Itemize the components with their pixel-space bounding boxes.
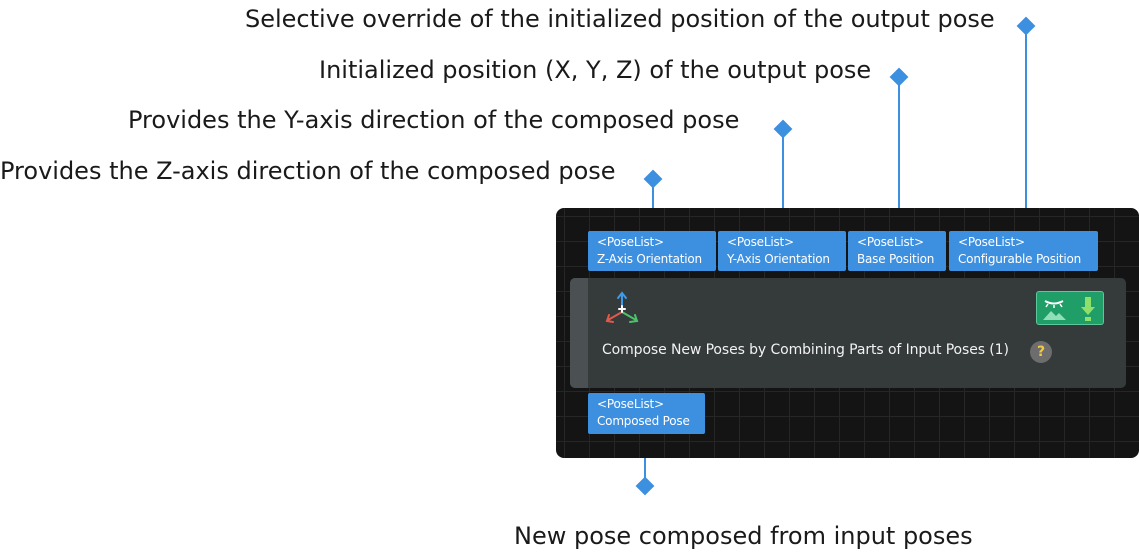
port-type: <PoseList>	[597, 235, 664, 249]
port-label: Z-Axis Orientation	[597, 252, 702, 266]
visibility-icon[interactable]	[1043, 300, 1066, 320]
callout-y-axis: Provides the Y-axis direction of the com…	[128, 106, 740, 134]
node-drag-handle[interactable]	[570, 278, 588, 388]
marker-base-position	[889, 67, 909, 87]
marker-y-axis	[773, 119, 793, 139]
callout-configurable-position: Selective override of the initialized po…	[245, 5, 995, 33]
input-port-y-axis[interactable]: <PoseList> Y-Axis Orientation	[718, 231, 846, 271]
callout-z-axis: Provides the Z-axis direction of the com…	[0, 157, 616, 185]
node-title: Compose New Poses by Combining Parts of …	[602, 342, 1009, 358]
port-type: <PoseList>	[597, 397, 664, 411]
port-label: Composed Pose	[597, 414, 690, 428]
port-label: Y-Axis Orientation	[727, 252, 830, 266]
port-type: <PoseList>	[958, 235, 1025, 249]
port-type: <PoseList>	[727, 235, 794, 249]
callout-output: New pose composed from input poses	[514, 522, 973, 550]
input-port-configurable-position[interactable]: <PoseList> Configurable Position	[949, 231, 1098, 271]
marker-output	[635, 476, 655, 496]
port-label: Configurable Position	[958, 252, 1082, 266]
input-port-z-axis[interactable]: <PoseList> Z-Axis Orientation	[588, 231, 716, 271]
axis-icon	[605, 291, 639, 323]
marker-z-axis	[643, 169, 663, 189]
output-port-composed-pose[interactable]: <PoseList> Composed Pose	[588, 393, 705, 434]
download-icon[interactable]	[1081, 297, 1095, 321]
help-icon[interactable]: ?	[1030, 341, 1052, 363]
step-node[interactable]: Compose New Poses by Combining Parts of …	[570, 278, 1126, 388]
graph-canvas[interactable]: <PoseList> Z-Axis Orientation <PoseList>…	[556, 208, 1139, 458]
callout-base-position: Initialized position (X, Y, Z) of the ou…	[319, 56, 872, 84]
port-label: Base Position	[857, 252, 935, 266]
node-tool-buttons[interactable]	[1036, 291, 1104, 325]
input-port-base-position[interactable]: <PoseList> Base Position	[848, 231, 946, 271]
marker-configurable-position	[1016, 16, 1036, 36]
port-type: <PoseList>	[857, 235, 924, 249]
